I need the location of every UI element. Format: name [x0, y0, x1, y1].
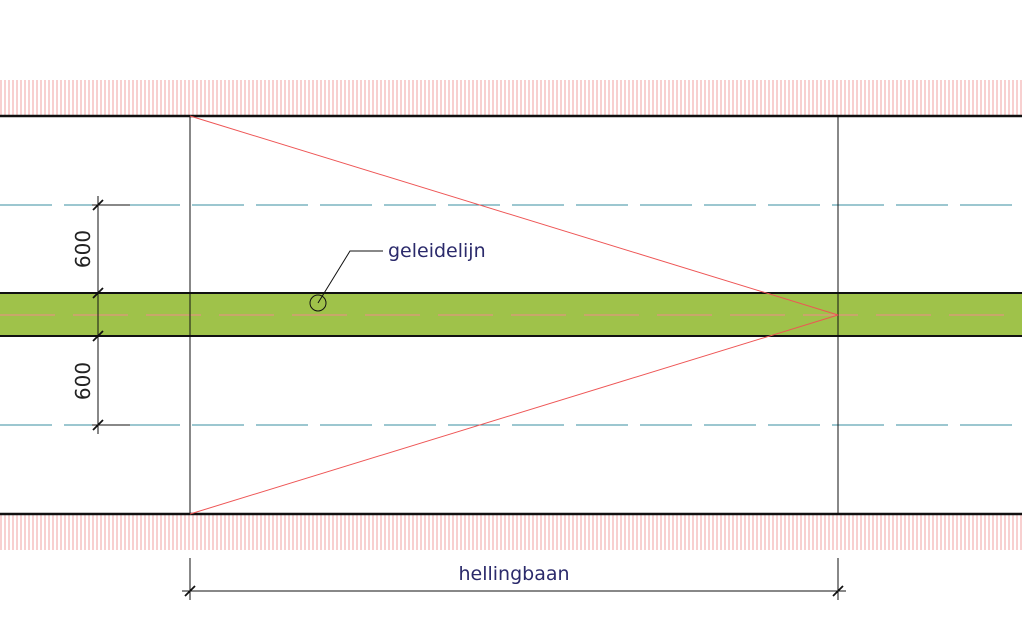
vertical-dimension: [92, 196, 130, 434]
ramp-dimension: [182, 558, 846, 600]
dimension-upper-label: 600: [71, 230, 95, 268]
upper-diagonal-line: [189, 115, 839, 316]
guide-line-label: geleidelijn: [388, 240, 486, 262]
ramp-label: hellingbaan: [458, 563, 569, 585]
callout-leader: [317, 250, 383, 304]
callout-circle: [309, 294, 327, 312]
lower-diagonal-line: [189, 314, 839, 515]
bottom-wall-hatch: [0, 515, 1022, 550]
top-wall-hatch: [0, 80, 1022, 115]
dimension-lower-label: 600: [71, 362, 95, 400]
